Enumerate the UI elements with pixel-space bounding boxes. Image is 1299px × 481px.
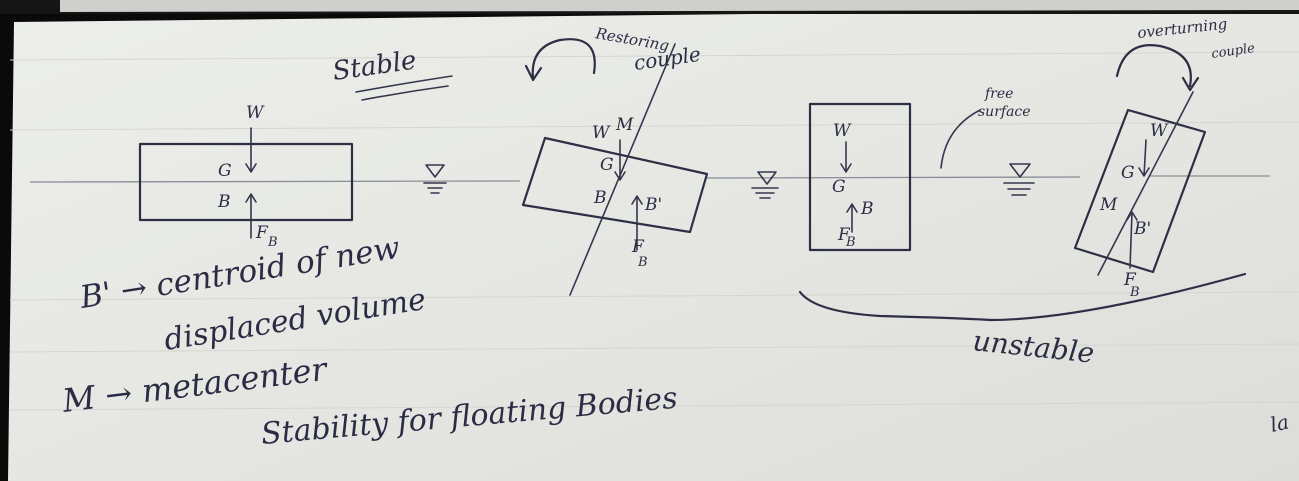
body-2-weight-label: W: [592, 123, 611, 143]
body-3-weight-label: W: [833, 121, 852, 141]
body-1-g-label: G: [218, 161, 232, 181]
body-3-fb-label: F: [837, 225, 851, 245]
body-3-tall-upright: W G B F B: [808, 102, 912, 252]
edge-text: la: [1268, 410, 1291, 437]
top-gray-strip: [60, 0, 1299, 12]
body-4-weight-label: W: [1150, 121, 1169, 141]
body-1-b-label: B: [217, 192, 231, 212]
free-surface-label-1: free: [984, 86, 1013, 102]
paper-sheet: [8, 8, 1299, 481]
overturning-couple-label: couple: [1210, 41, 1256, 62]
body-4-b-prime-label: B': [1133, 219, 1151, 239]
body-2-b-label: B: [593, 188, 607, 208]
free-surface-pointer: [940, 109, 981, 169]
restoring-couple-arrow: [524, 38, 596, 82]
body-4-weight-arrow: [1138, 139, 1150, 177]
body-4-fb-subscript: B: [1129, 285, 1140, 300]
water-surface-line: [29, 175, 1270, 183]
overturning-couple-arrow: [1115, 44, 1200, 92]
body-3-b-label: B: [860, 199, 874, 219]
free-surface-label-2: surface: [978, 104, 1031, 120]
stable-underline: [355, 75, 453, 101]
body-2-m-label: M: [615, 115, 634, 135]
body-4-axis-line: [1097, 91, 1194, 276]
body-4-rectangle: [1073, 108, 1207, 274]
body-4-fb-label: F: [1123, 270, 1137, 290]
body-1-upright: W G B F B: [138, 103, 354, 250]
body-1-fb-subscript: B: [267, 235, 278, 250]
body-2-b-prime-label: B': [644, 195, 662, 215]
body-3-rectangle: [808, 102, 912, 252]
body-2-rectangle: [521, 136, 709, 234]
body-1-weight-arrow: [245, 127, 257, 173]
body-2-axis-line: [569, 43, 676, 296]
body-4-buoyancy-arrow: [1126, 211, 1138, 269]
body-3-weight-arrow: [840, 141, 852, 173]
water-level-symbol-3: [1003, 163, 1035, 196]
body-2-fb-subscript: B: [637, 255, 648, 270]
water-level-symbol-1: [423, 164, 447, 194]
body-2-g-label: G: [600, 155, 614, 175]
body-3-fb-subscript: B: [845, 235, 856, 250]
unstable-brace: [798, 272, 1247, 322]
body-2-buoyancy-arrow: [631, 195, 643, 251]
body-3-buoyancy-arrow: [846, 203, 858, 233]
body-4-m-label: M: [1099, 195, 1118, 215]
body-2-weight-arrow: [614, 139, 626, 181]
water-level-symbol-2: [751, 171, 779, 199]
body-4-g-label: G: [1121, 163, 1135, 183]
body-1-buoyancy-arrow: [245, 193, 257, 239]
ruled-lines: [9, 51, 1299, 411]
body-2-fb-label: F: [631, 237, 645, 257]
body-3-g-label: G: [832, 177, 846, 197]
body-1-fb-label: F: [255, 223, 269, 243]
body-1-weight-label: W: [246, 103, 265, 123]
body-1-rectangle: [138, 142, 354, 222]
